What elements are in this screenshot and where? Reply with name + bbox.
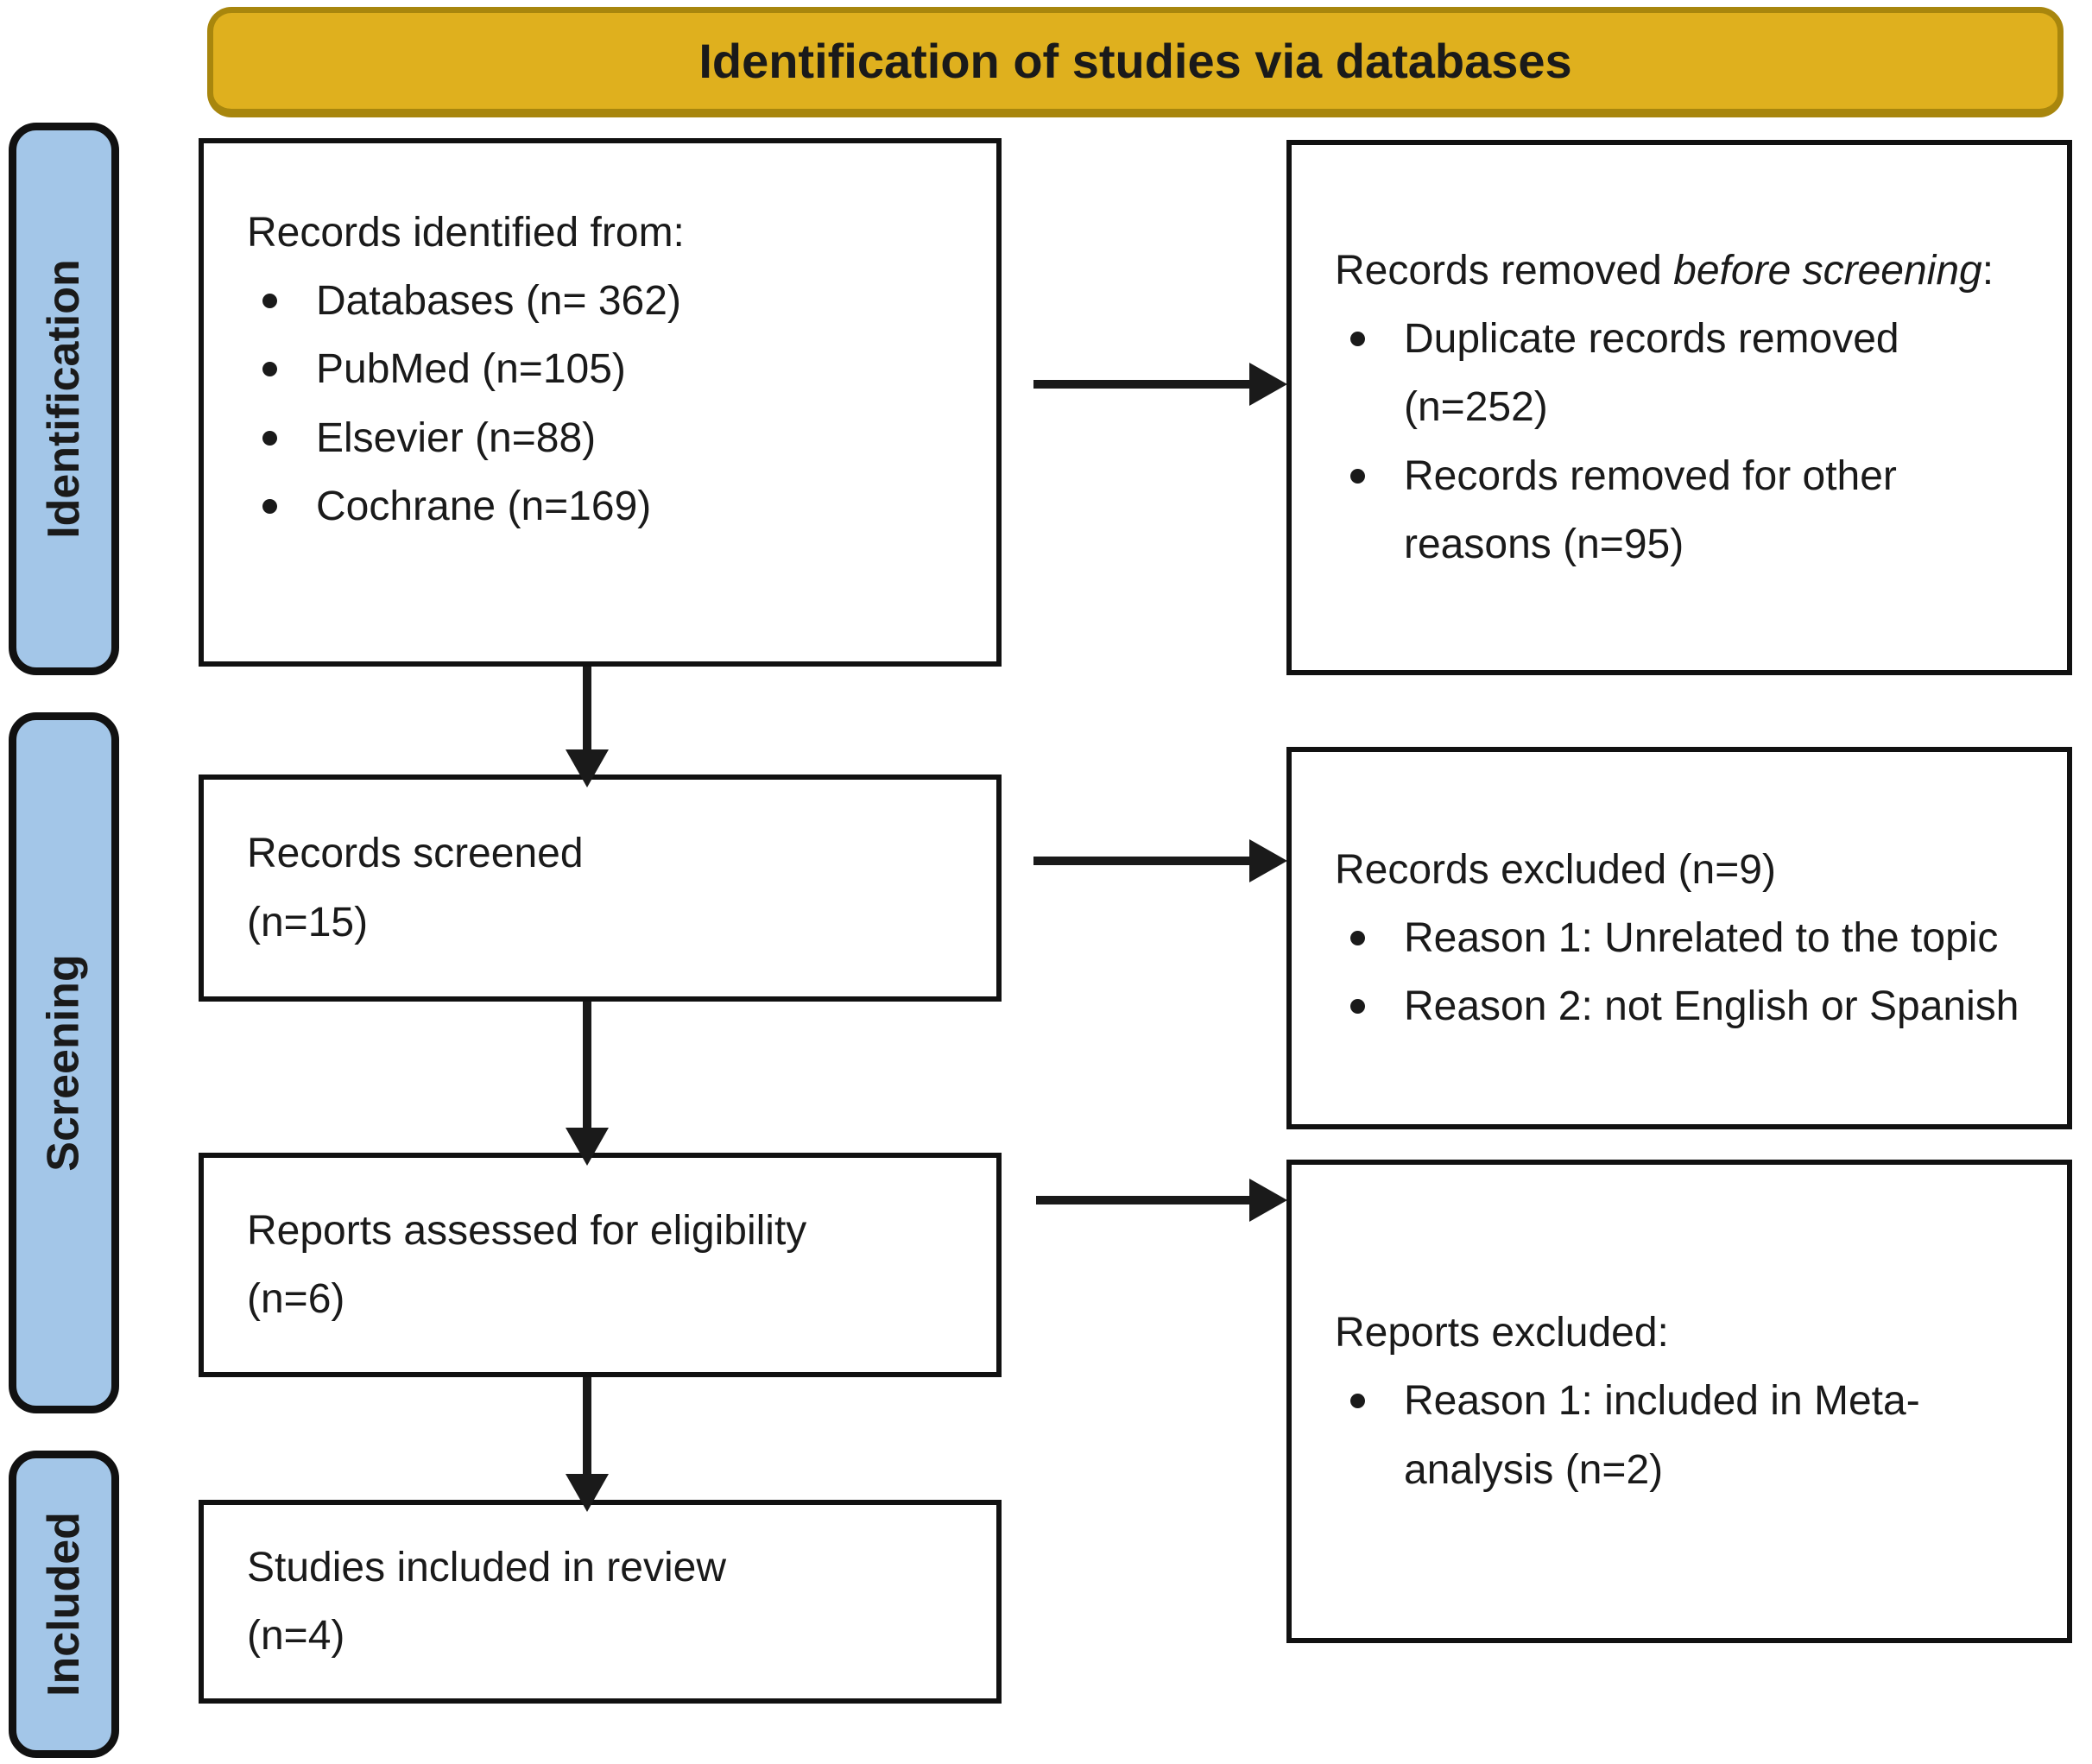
box-line1: Records screened [247, 831, 584, 877]
box-reports-excluded: Reports excluded: Reason 1: included in … [1286, 1160, 2072, 1643]
bullet-list: Databases (n= 362) PubMed (n=105) Elsevi… [247, 267, 965, 541]
list-item: Duplicate records removed (n=252) [1335, 305, 2036, 441]
list-item: Reason 1: Unrelated to the topic [1335, 904, 2036, 972]
box-title: Records excluded (n=9) [1335, 846, 1776, 893]
list-item: Reason 2: not English or Spanish [1335, 972, 2036, 1040]
box-title-prefix: Records removed [1335, 248, 1674, 294]
stage-label-text: Identification [39, 259, 89, 539]
list-item: Elsevier (n=88) [247, 404, 965, 472]
stage-label-text: Included [39, 1512, 90, 1697]
banner: Identification of studies via databases [207, 7, 2064, 117]
list-item: Databases (n= 362) [247, 267, 965, 335]
box-title: Records identified from: [247, 210, 685, 256]
box-line2: (n=15) [247, 899, 369, 945]
arrow-assessed-to-reports-excluded [1036, 1196, 1249, 1204]
box-records-removed: Records removed before screening: Duplic… [1286, 140, 2072, 675]
bullet-list: Duplicate records removed (n=252) Record… [1335, 305, 2036, 579]
list-item: Cochrane (n=169) [247, 472, 965, 541]
list-item: PubMed (n=105) [247, 335, 965, 403]
arrow-identified-to-removed [1033, 380, 1249, 389]
box-title: Reports excluded: [1335, 1310, 1669, 1356]
list-item: Records removed for other reasons (n=95) [1335, 442, 2036, 579]
box-line2: (n=4) [247, 1613, 345, 1659]
box-title: Records removed before screening: [1335, 237, 2036, 305]
list-item: Reason 1: included in Meta-analysis (n=2… [1335, 1367, 2036, 1503]
stage-label-text: Screening [39, 954, 90, 1172]
stage-label-screening: Screening [9, 712, 119, 1413]
stage-label-included: Included [9, 1451, 119, 1758]
arrow-screened-to-assessed [583, 1002, 591, 1128]
box-studies-included: Studies included in review (n=4) [199, 1500, 1002, 1704]
bullet-list: Reason 1: included in Meta-analysis (n=2… [1335, 1367, 2036, 1503]
box-title-suffix: : [1981, 248, 1994, 294]
banner-title: Identification of studies via databases [698, 34, 1572, 88]
box-line1: Studies included in review [247, 1544, 726, 1590]
bullet-list: Reason 1: Unrelated to the topic Reason … [1335, 904, 2036, 1040]
box-records-screened: Records screened (n=15) [199, 775, 1002, 1002]
arrow-identified-to-screened [583, 667, 591, 749]
box-line1: Reports assessed for eligibility [247, 1207, 807, 1254]
arrow-assessed-to-included [583, 1377, 591, 1474]
box-line2: (n=6) [247, 1276, 345, 1322]
arrow-screened-to-excluded [1033, 857, 1249, 865]
box-records-excluded: Records excluded (n=9) Reason 1: Unrelat… [1286, 747, 2072, 1129]
box-title-italic: before screening [1673, 248, 1982, 294]
stage-label-identification: Identification [9, 123, 119, 675]
box-reports-assessed: Reports assessed for eligibility (n=6) [199, 1153, 1002, 1377]
box-records-identified: Records identified from: Databases (n= 3… [199, 138, 1002, 667]
